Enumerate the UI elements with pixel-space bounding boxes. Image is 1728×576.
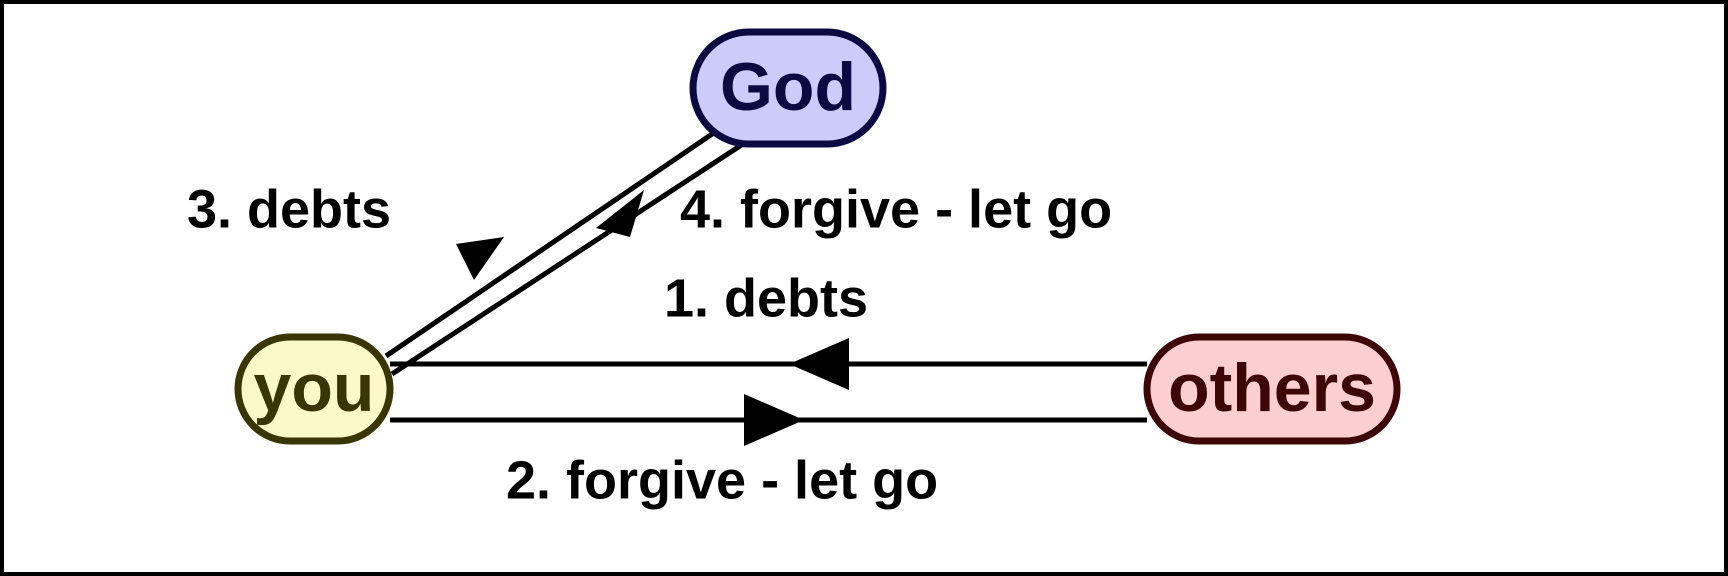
node-others[interactable]: others (1143, 333, 1401, 445)
node-you-shape[interactable] (234, 333, 394, 445)
node-others-shape[interactable] (1143, 333, 1401, 445)
diagram-svg: 3. debts 4. forgive - let go 1. debts 2.… (187, 28, 1401, 510)
edge-2-you-to-others (390, 394, 1147, 446)
edge-2-arrowhead (744, 394, 804, 446)
node-god[interactable]: God (689, 28, 887, 148)
edge-3-line (384, 127, 720, 359)
edge-label-1: 1. debts (664, 268, 868, 328)
node-you[interactable]: you (234, 333, 394, 445)
edge-1-others-to-you (390, 338, 1147, 390)
node-you-label: you (254, 350, 375, 426)
edge-label-4: 4. forgive - let go (680, 179, 1112, 239)
node-god-shape[interactable] (689, 28, 887, 148)
node-god-label: God (720, 49, 856, 125)
edge-3-you-to-god (384, 127, 720, 359)
node-others-label: others (1168, 350, 1376, 426)
edge-4-god-to-you (390, 139, 748, 377)
edge-label-3: 3. debts (187, 179, 391, 239)
edge-1-arrowhead (789, 338, 849, 390)
edge-4-arrowhead (596, 190, 644, 237)
edge-3-arrowhead (456, 237, 504, 280)
edge-label-2: 2. forgive - let go (506, 450, 938, 510)
edge-4-line (390, 139, 748, 377)
